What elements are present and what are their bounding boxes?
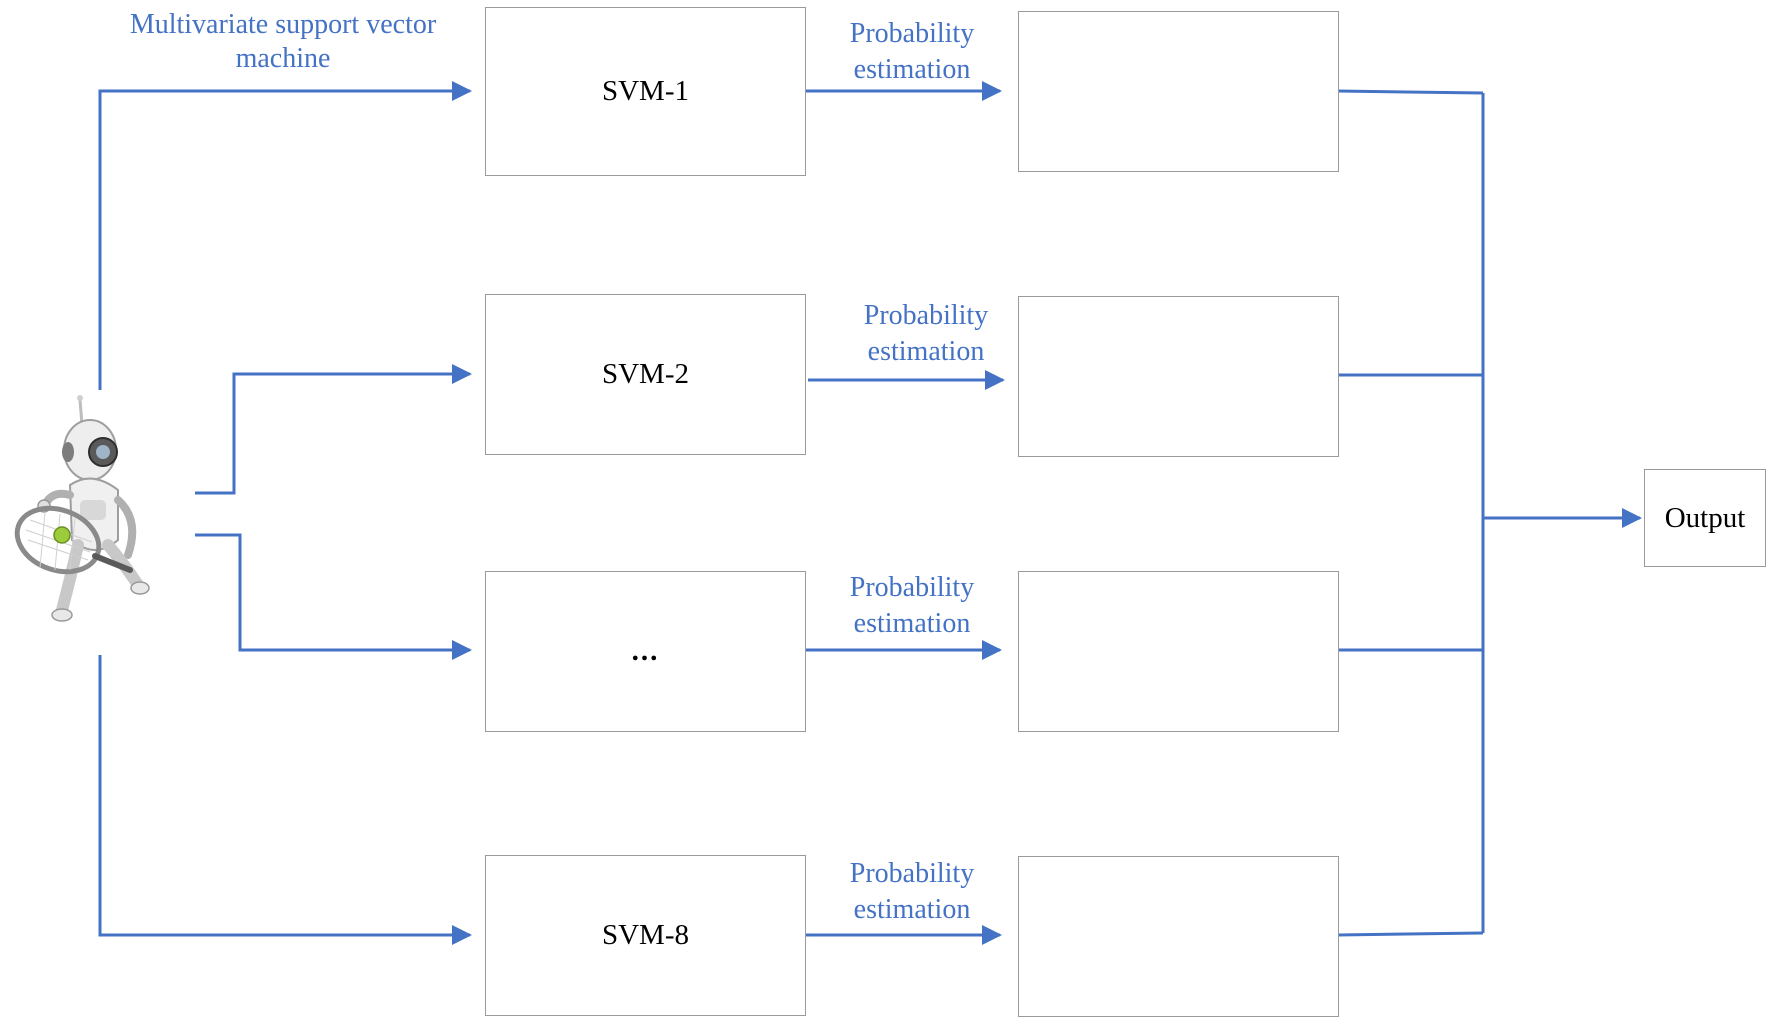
input-connectors (98, 81, 472, 945)
sigmoid-chart-box-1 (1018, 11, 1339, 172)
bus-from-chart-1 (1337, 89, 1484, 95)
sigmoid-chart-box-3 (1018, 571, 1339, 732)
input-label: Multivariate support vector machine (103, 8, 463, 76)
probability-label-3: Probability estimation (812, 570, 1012, 642)
svm-box-8: SVM-8 (485, 855, 806, 1016)
probability-label-1-line-2: estimation (853, 54, 971, 85)
svm-label-8: SVM-8 (601, 919, 689, 951)
probability-label-1: Probability estimation (812, 16, 1012, 88)
connector-to-svm-1 (98, 81, 472, 390)
svm-box-1: SVM-1 (485, 7, 806, 176)
probability-label-4-line-2: estimation (853, 894, 971, 925)
svm-box-3: ... (485, 571, 806, 732)
output-box: Output (1644, 469, 1766, 567)
svm-label-2: SVM-2 (601, 358, 689, 390)
robot-with-tennis-racket-icon (14, 395, 150, 622)
probability-arrows (805, 81, 1005, 945)
svm-label-1: SVM-1 (601, 75, 689, 107)
probability-label-2-line-2: estimation (867, 336, 985, 367)
output-label: Output (1664, 501, 1746, 534)
probability-label-4: Probability estimation (812, 856, 1012, 928)
connector-to-svm-8 (98, 655, 472, 945)
probability-label-2-line-1: Probability (863, 300, 989, 331)
svm-box-2: SVM-2 (485, 294, 806, 455)
svm-label-3: ... (631, 635, 660, 667)
probability-label-3-line-2: estimation (853, 608, 971, 639)
probability-label-2: Probability estimation (826, 298, 1026, 370)
input-label-line-1: Multivariate support vector (129, 9, 437, 40)
input-label-line-2: machine (235, 43, 331, 74)
bus-from-chart-4 (1337, 931, 1484, 937)
sigmoid-chart-box-2 (1018, 296, 1339, 457)
output-bus (1337, 89, 1642, 937)
connector-to-svm-3 (195, 533, 472, 660)
probability-label-1-line-1: Probability (849, 18, 975, 49)
sigmoid-chart-box-4 (1018, 856, 1339, 1017)
connector-to-svm-2 (195, 364, 472, 495)
probability-label-4-line-1: Probability (849, 858, 975, 889)
probability-label-3-line-1: Probability (849, 572, 975, 603)
